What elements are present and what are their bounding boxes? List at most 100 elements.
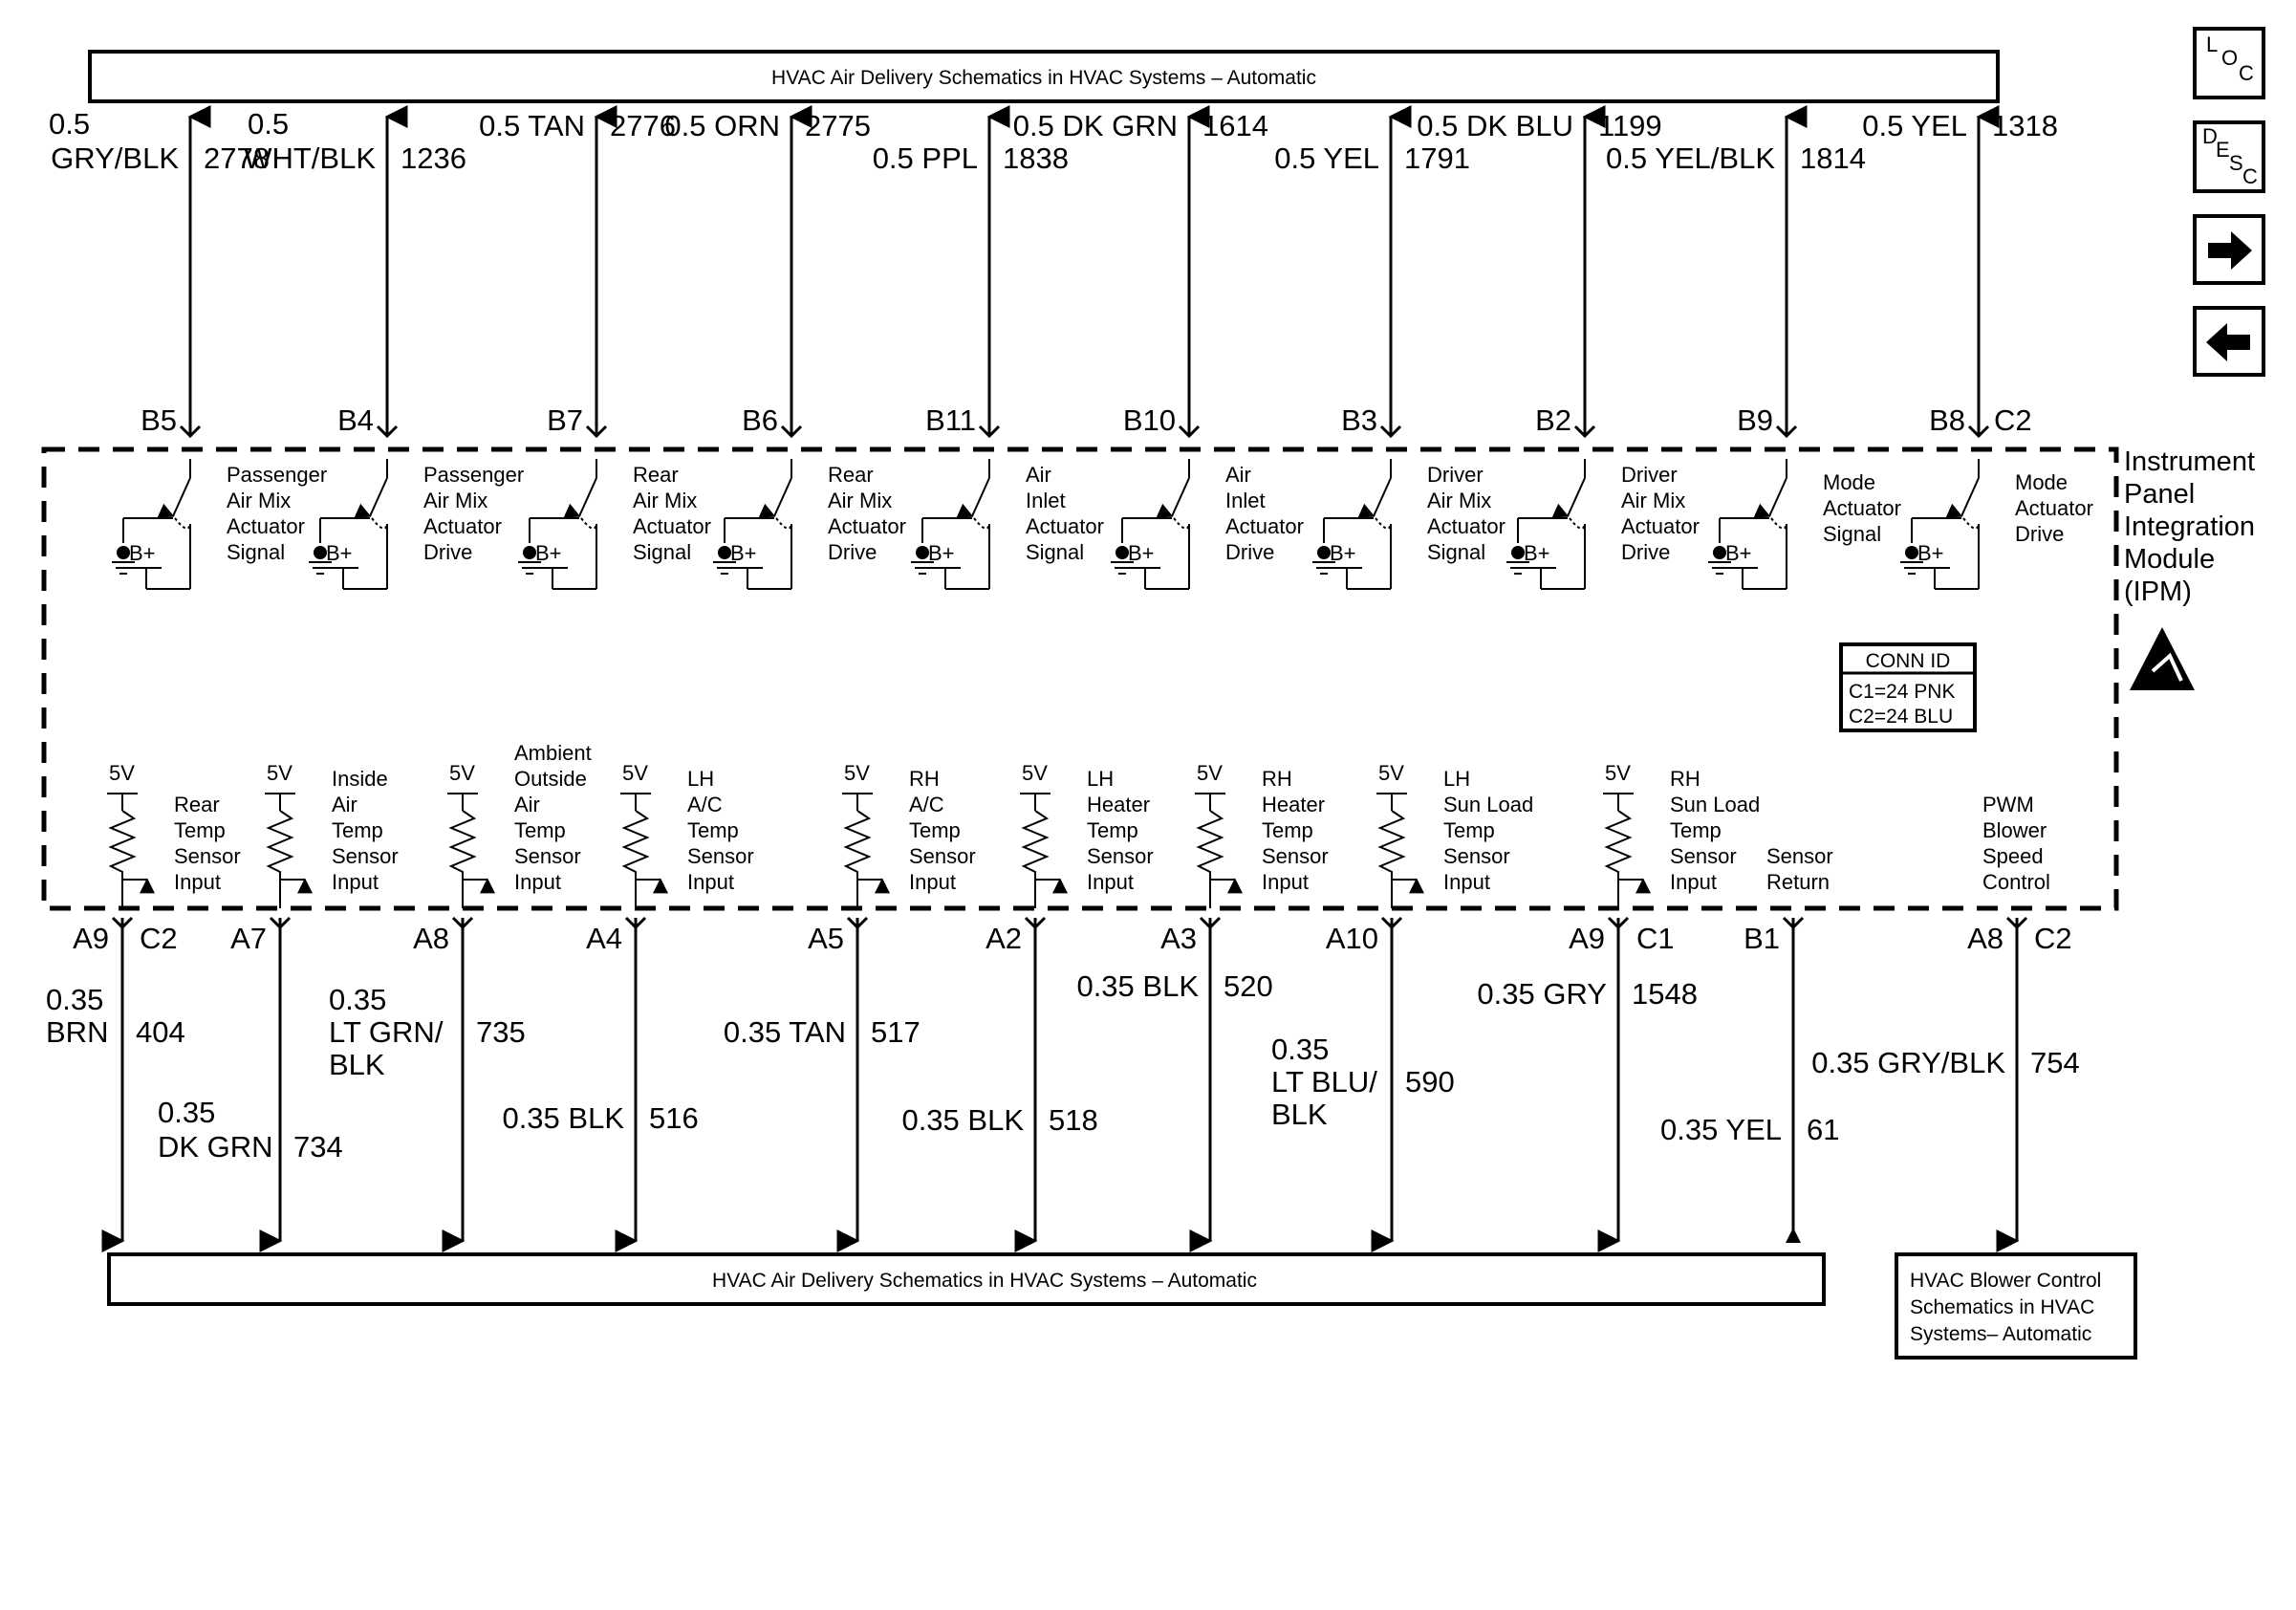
wire-color: 0.5 TAN <box>479 109 585 142</box>
pin-chevron <box>1782 916 1805 930</box>
switch-symbol <box>1517 459 1586 590</box>
wire-label: 0.35 <box>329 983 386 1016</box>
function-label: RH <box>1262 767 1292 791</box>
top-schematic-ref-box[interactable]: HVAC Air Delivery Schematics in HVAC Sys… <box>88 50 2000 103</box>
top-connector-label: C2 <box>1994 403 2032 437</box>
function-label: Drive <box>423 540 472 564</box>
supply-5v-label: 5V <box>844 761 870 785</box>
bottom-schematic-ref-box[interactable]: HVAC Air Delivery Schematics in HVAC Sys… <box>107 1252 1826 1306</box>
function-label: Air Mix <box>227 489 291 512</box>
circuit-number: 518 <box>1049 1103 1098 1137</box>
back-button[interactable] <box>2193 306 2265 377</box>
pin-label: B1 <box>1744 922 1780 955</box>
function-label: Input <box>514 870 561 894</box>
module-name: Instrument Panel Integration Module (IPM… <box>2124 446 2255 607</box>
function-label: LH <box>687 767 714 791</box>
circuit-number: 754 <box>2030 1046 2080 1079</box>
function-label: Sensor <box>1262 844 1329 868</box>
wire-gauge: 0.5 <box>248 107 289 141</box>
wire-label: 0.35 TAN <box>724 1015 846 1049</box>
resistor-symbol <box>1195 793 1243 908</box>
function-label: Input <box>1087 870 1134 894</box>
module-name-line: Module <box>2124 544 2215 575</box>
module-name-line: (IPM) <box>2124 577 2192 607</box>
function-label: Rear <box>633 463 679 487</box>
function-label: Rear <box>174 793 220 816</box>
pin-chevron <box>1199 916 1222 930</box>
supply-5v-label: 5V <box>1605 761 1631 785</box>
function-label: RH <box>909 767 940 791</box>
description-button[interactable]: D E S C <box>2193 120 2265 193</box>
bottom-connector-b-label: C1 <box>1636 922 1675 955</box>
location-button[interactable]: L O C <box>2193 27 2265 99</box>
wire-label: BLK <box>1271 1098 1328 1131</box>
wire-label: 0.35 GRY <box>1477 977 1607 1011</box>
pin-label: A3 <box>1160 922 1197 955</box>
battery-supply-label: B+ <box>1330 541 1356 565</box>
switch-symbol <box>1911 459 1980 590</box>
pin-label: B9 <box>1737 403 1773 437</box>
circuit-number: 61 <box>1807 1113 1839 1146</box>
wire-color: 0.5 PPL <box>873 141 978 175</box>
circuit-number: 735 <box>476 1015 526 1049</box>
function-label: Actuator <box>227 514 305 538</box>
wire-color: 0.5 ORN <box>664 109 780 142</box>
resistor-symbol <box>1376 793 1424 908</box>
wire-label: BLK <box>329 1048 385 1081</box>
pin-label: A8 <box>1967 922 2004 955</box>
function-label: Driver <box>1621 463 1678 487</box>
function-label: Outside <box>514 767 587 791</box>
function-label: Inside <box>332 767 388 791</box>
battery-supply-label: B+ <box>1917 541 1944 565</box>
forward-button[interactable] <box>2193 214 2265 285</box>
loc-letter: O <box>2221 46 2238 70</box>
switch-symbol <box>1121 459 1190 590</box>
circuit-number: 734 <box>293 1130 343 1164</box>
resistor-symbol <box>620 793 668 908</box>
supply-5v-label: 5V <box>1022 761 1048 785</box>
top-box-label: HVAC Air Delivery Schematics in HVAC Sys… <box>771 67 1316 89</box>
supply-5v-label: 5V <box>449 761 475 785</box>
loc-letter: C <box>2239 61 2254 85</box>
wire-color: WHT/BLK <box>244 141 376 175</box>
wire-color: 0.5 DK GRN <box>1013 109 1178 142</box>
blower-control-ref-box[interactable]: HVAC Blower Control Schematics in HVAC S… <box>1895 1252 2137 1360</box>
function-label: Signal <box>1427 540 1485 564</box>
wire-color: 0.5 DK BLU <box>1417 109 1573 142</box>
circuit-number: 2775 <box>805 109 871 142</box>
loc-letter: L <box>2206 33 2218 56</box>
pin-label: B2 <box>1535 403 1571 437</box>
function-label: Temp <box>332 818 383 842</box>
wire-label: 0.35 GRY/BLK <box>1811 1046 2005 1079</box>
function-label: Actuator <box>423 514 502 538</box>
function-label: A/C <box>909 793 944 816</box>
function-label: Input <box>909 870 956 894</box>
function-label: Drive <box>1225 540 1274 564</box>
resistor-symbol <box>1603 793 1651 908</box>
pin-chevron <box>1607 916 1630 930</box>
battery-supply-label: B+ <box>1128 541 1155 565</box>
pin-label: A8 <box>413 922 449 955</box>
function-label: Actuator <box>2015 496 2093 520</box>
